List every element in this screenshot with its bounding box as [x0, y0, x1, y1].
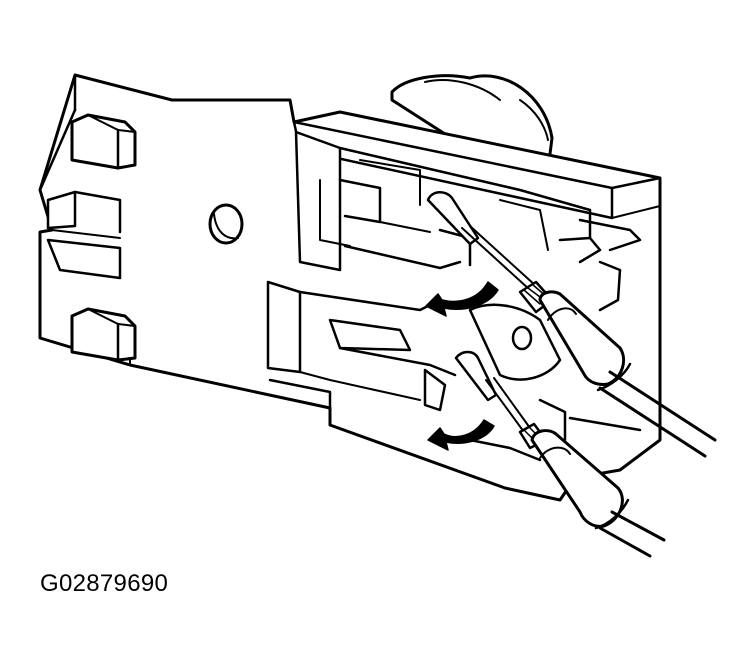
- lower-release-tool: [518, 422, 666, 558]
- rotate-arrow-icon: [425, 281, 499, 317]
- connector-release-diagram: [38, 73, 717, 558]
- rotate-arrow-icon: [427, 419, 495, 451]
- upper-tab: [70, 113, 137, 170]
- upper-release-pin: [426, 191, 537, 291]
- upper-release-tool: [518, 280, 717, 458]
- lower-release-pin: [454, 350, 531, 433]
- figure-id: G02879690: [40, 570, 169, 597]
- side-slot: [46, 190, 122, 280]
- mounting-hole: [208, 203, 244, 245]
- lower-tab: [70, 307, 137, 362]
- upper-cavity: [294, 130, 642, 312]
- lower-cavity: [266, 280, 642, 462]
- center-pin: [468, 303, 562, 381]
